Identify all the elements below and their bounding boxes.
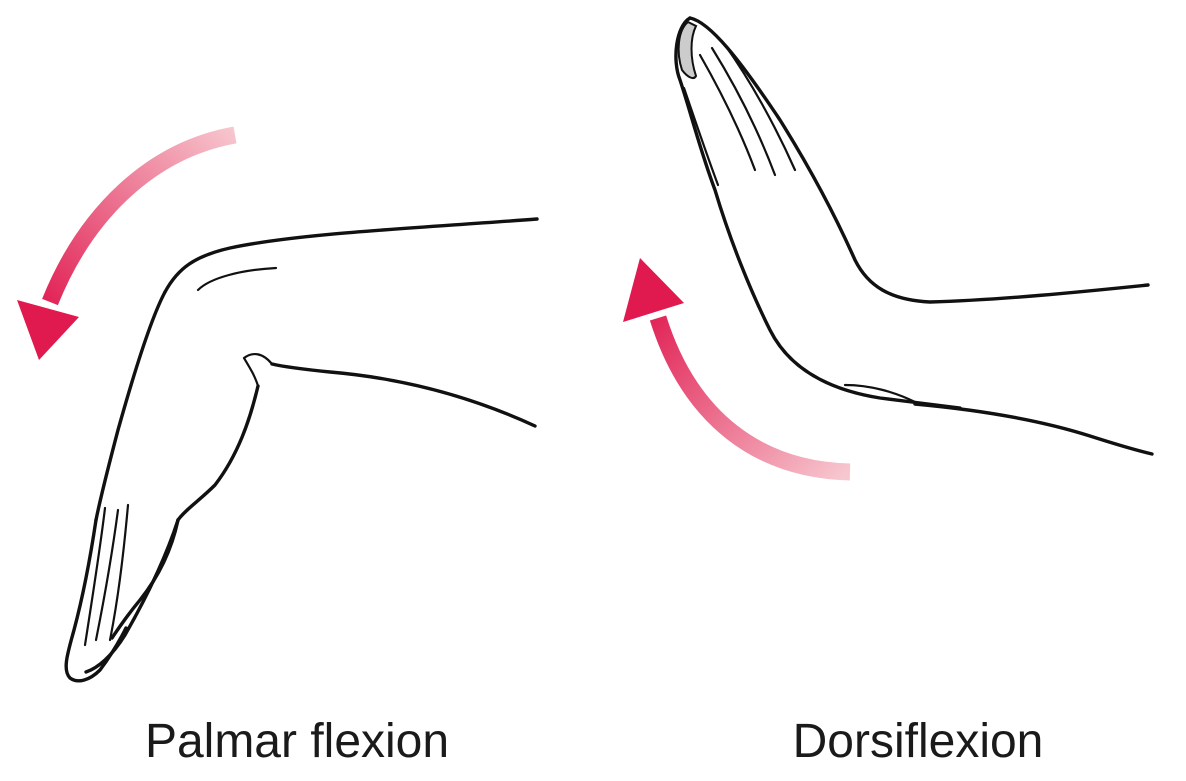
palmar-flexion-arrow bbox=[17, 126, 237, 360]
dorsiflexion-caption: Dorsiflexion bbox=[792, 715, 1044, 768]
palmar-flexion-caption: Palmar flexion bbox=[144, 715, 450, 768]
dorsiflexion-panel bbox=[623, 16, 1154, 481]
palmar-flexion-panel bbox=[17, 126, 539, 683]
palmar-flexion-hand-drawing bbox=[64, 217, 539, 683]
dorsiflexion-hand-drawing bbox=[674, 16, 1154, 456]
dorsiflexion-arrow bbox=[623, 258, 851, 481]
